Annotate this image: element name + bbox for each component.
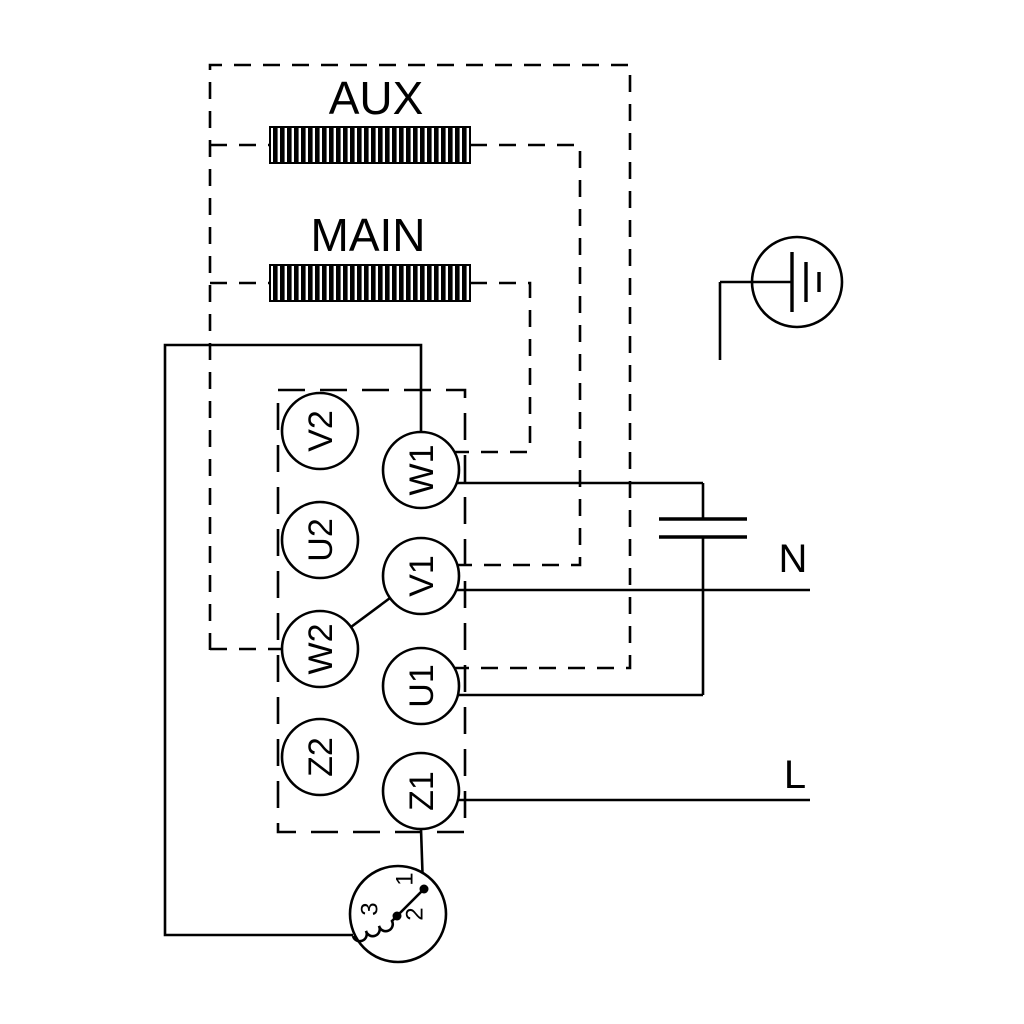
terminal-u2-circle — [280, 500, 360, 580]
terminal-z1-circle — [381, 751, 461, 831]
terminal-w2-circle — [280, 609, 360, 689]
dashed-wires — [208, 63, 632, 670]
terminals: V2 U2 W2 Z2 W1 V1 U1 Z1 — [280, 391, 461, 831]
terminal-z1: Z1 — [381, 751, 461, 831]
terminal-v1: V1 — [381, 536, 461, 616]
terminal-u2: U2 — [280, 500, 360, 580]
terminal-u1: U1 — [381, 646, 461, 726]
main-winding: MAIN — [269, 209, 471, 302]
terminal-w2-label: W2 — [302, 624, 340, 675]
terminal-z2-circle — [280, 717, 360, 797]
main-winding-label: MAIN — [311, 209, 426, 261]
earth-ground-icon — [718, 235, 844, 360]
capacitor-icon — [659, 517, 747, 539]
protector-terminal-1-label: 1 — [391, 872, 418, 885]
aux-winding-label: AUX — [329, 72, 424, 124]
frame-wire — [163, 343, 423, 937]
neutral-label: N — [779, 537, 808, 581]
protector-terminal-3-label: 3 — [356, 902, 383, 915]
aux-coil-symbol — [269, 126, 471, 164]
terminal-u2-label: U2 — [302, 518, 340, 561]
terminal-w1: W1 — [381, 430, 461, 510]
terminal-z1-label: Z1 — [403, 771, 441, 811]
protector-heater-coil — [351, 915, 398, 943]
thermal-protector: 1 2 3 — [348, 864, 448, 964]
terminal-w1-circle — [381, 430, 461, 510]
solid-wires — [163, 343, 810, 937]
terminal-u1-circle — [381, 646, 461, 726]
terminal-w2: W2 — [280, 609, 360, 689]
aux-winding-right-wire — [457, 143, 582, 567]
terminal-v2-label: V2 — [302, 410, 340, 452]
aux-loop-wire — [208, 63, 632, 670]
terminal-z2: Z2 — [280, 717, 360, 797]
main-coil-symbol — [269, 264, 471, 302]
terminal-v2-circle — [280, 391, 360, 471]
aux-winding: AUX — [269, 72, 471, 164]
terminal-v1-circle — [381, 536, 461, 616]
terminal-v2: V2 — [280, 391, 360, 471]
terminal-u1-label: U1 — [403, 664, 441, 707]
w2-v1-jumper — [350, 596, 391, 629]
terminal-z2-label: Z2 — [302, 737, 340, 777]
line-label: L — [784, 753, 806, 797]
supply-labels: N L — [779, 537, 808, 797]
protector-contact-arm — [396, 888, 425, 917]
terminal-w1-label: W1 — [403, 445, 441, 496]
terminal-block-outline — [276, 388, 467, 834]
main-winding-right-wire — [454, 281, 532, 454]
protector-terminal-2-label: 2 — [401, 907, 428, 920]
terminal-v1-label: V1 — [403, 555, 441, 597]
